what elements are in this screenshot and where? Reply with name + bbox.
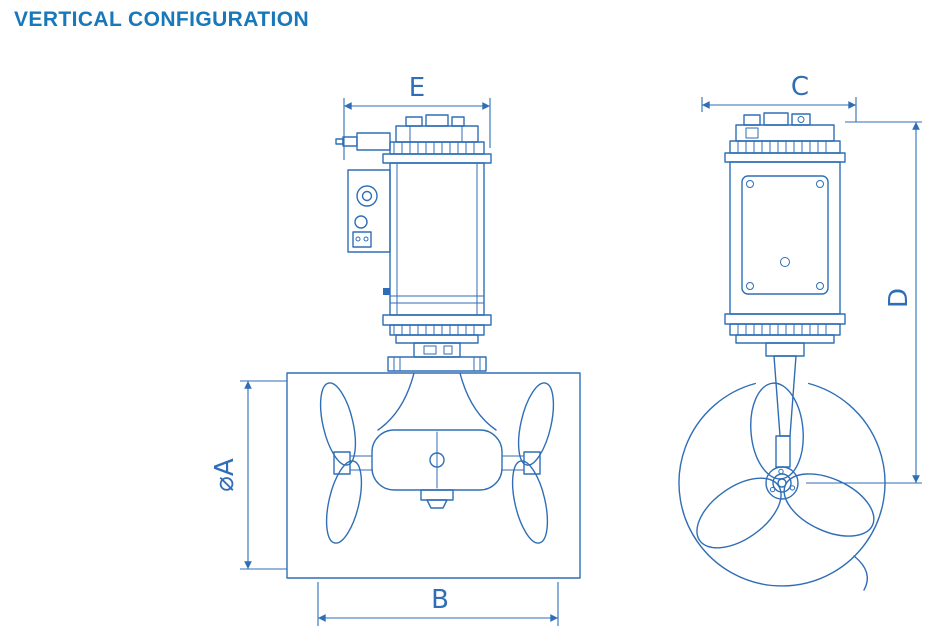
tunnel-arc — [678, 382, 886, 587]
motor-side-panel — [741, 175, 829, 295]
right-prop-blade-upper — [517, 382, 555, 466]
mounting-bracket — [347, 169, 391, 253]
anode — [420, 489, 454, 501]
motor-side — [724, 112, 846, 468]
dimension-label-e: E — [409, 73, 425, 103]
left-prop-blade-lower — [325, 460, 363, 544]
front-view-dimensions: E ⌀A B — [210, 73, 559, 626]
dimension-label-c: C — [791, 72, 809, 102]
side-view-thruster-drawing — [678, 112, 886, 591]
propeller-side — [678, 382, 886, 591]
dimension-d: D — [806, 121, 922, 484]
dimension-phi-a: ⌀A — [210, 380, 287, 570]
side-view-dimensions: C D — [701, 72, 922, 484]
dimension-b: B — [317, 582, 559, 626]
page-title: VERTICAL CONFIGURATION — [14, 8, 310, 31]
gear-pod-and-propellers — [319, 372, 555, 544]
tunnel-outline — [286, 372, 581, 579]
dimension-e: E — [343, 73, 491, 160]
dimension-label-phi-a: ⌀A — [210, 458, 240, 492]
front-view-thruster-drawing — [286, 114, 581, 579]
left-prop-blade-upper — [319, 382, 357, 466]
right-prop-blade-lower — [511, 460, 549, 544]
dimension-c: C — [701, 72, 857, 122]
dimension-label-b: B — [431, 585, 449, 615]
cable-gland — [335, 132, 391, 151]
dimension-label-d: D — [884, 288, 914, 308]
motor-front — [335, 114, 492, 372]
junction-plug — [383, 288, 390, 295]
tunnel-arc-flare — [853, 555, 868, 591]
